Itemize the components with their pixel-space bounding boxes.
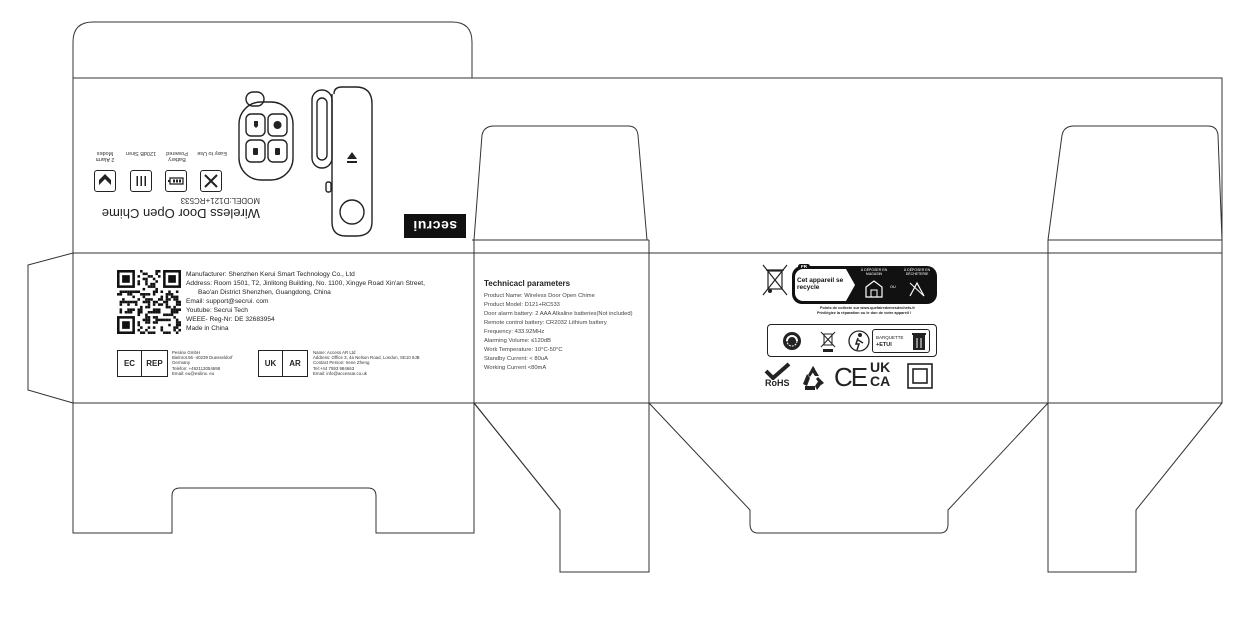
triman-or: OU bbox=[890, 285, 896, 289]
packaging-item-2: +ETUI bbox=[876, 342, 892, 348]
bottom-flap-back bbox=[72, 403, 475, 534]
packaging-item-1: BARQUETTE bbox=[876, 335, 904, 340]
triman-block: FR Cet appareil se recycle À DÉPOSER EN … bbox=[792, 264, 937, 304]
door-sensor-icon bbox=[331, 86, 373, 237]
rohs-label: RoHS bbox=[765, 378, 790, 388]
feature-label-siren: 120dB Siren bbox=[125, 150, 157, 156]
ec-rep-label-right: REP bbox=[141, 350, 168, 377]
brand-logo: secrui bbox=[404, 214, 466, 238]
uk-ar-label-right: AR bbox=[282, 350, 308, 377]
triman-option-dump: À DÉPOSER EN DÉCHETERIE bbox=[903, 268, 931, 276]
packaging-info-box: BARQUETTE +ETUI bbox=[767, 324, 937, 357]
bottom-lock-flap-main bbox=[648, 402, 1049, 534]
youtube-line: Youtube: Secrui Tech bbox=[186, 307, 248, 314]
bottom-lock-flap-right bbox=[1047, 402, 1223, 573]
keyring-loop-icon bbox=[245, 91, 265, 107]
product-illustration bbox=[238, 86, 373, 237]
uk-ar-details: Name: Access AR Ltd Address: Office 3, 4… bbox=[313, 350, 420, 376]
ce-mark: CE bbox=[834, 362, 868, 392]
triman-footer-1: Points de collecte sur www.quefairedemes… bbox=[820, 306, 916, 310]
tidyman-icon bbox=[848, 330, 870, 352]
tech-line: Standby Current: < 80uA bbox=[484, 356, 548, 362]
tech-line: Remote control battery: CR2032 Lithium b… bbox=[484, 320, 607, 326]
top-dust-flap-left bbox=[473, 125, 648, 241]
rohs-mark: RoHS bbox=[763, 362, 793, 390]
origin-line: Made in China bbox=[186, 325, 229, 332]
recycle-icon bbox=[803, 366, 824, 390]
tech-heading: Technicacl parameters bbox=[484, 279, 571, 288]
tech-line: Door alarm battery: 2 AAA Alkaline batte… bbox=[484, 311, 633, 317]
battery-icon bbox=[165, 170, 187, 192]
feature-label-battery: Battery Powered bbox=[166, 150, 188, 162]
tech-line: Work Temperature: 10°C-50°C bbox=[484, 347, 563, 353]
uk-ar-label-left: UK bbox=[258, 350, 283, 377]
bottom-lock-flap-left bbox=[473, 402, 650, 573]
weee-line: WEEE- Reg-Nr: DE 32683954 bbox=[186, 316, 275, 323]
tools-icon bbox=[200, 170, 222, 192]
product-model: MODEL:D121+RC533 bbox=[180, 196, 260, 205]
paper-bin-icon bbox=[912, 333, 926, 350]
small-crossed-bin-icon bbox=[820, 331, 836, 352]
packaging-label: BARQUETTE +ETUI bbox=[872, 329, 930, 353]
volume-bars-icon bbox=[130, 170, 152, 192]
green-dot-icon bbox=[783, 332, 801, 350]
checkmark-icon bbox=[764, 362, 791, 381]
address-line: Address: Room 1501, T2, Jinlitong Buildi… bbox=[186, 280, 425, 287]
glue-tab bbox=[27, 252, 74, 404]
tech-line: Product Name: Wireless Door Open Chime bbox=[484, 293, 595, 299]
tech-line: Product Model: D121+RC533 bbox=[484, 302, 560, 308]
product-title: Wireless Door Open Chime bbox=[101, 206, 260, 221]
crossed-bin-icon bbox=[762, 264, 788, 296]
email-line: Email: support@secrui. com bbox=[186, 298, 269, 305]
triman-footer-2: Privilégiez la réparation ou le don de v… bbox=[817, 311, 912, 315]
ec-rep-details: Pesiinx GmbH Bielnrot.56 -40239 Duesseld… bbox=[172, 350, 233, 376]
tech-line: Alarming Volume: ≤120dB bbox=[484, 338, 551, 344]
two-modes-icon bbox=[94, 170, 116, 192]
tech-line: Frequency: 433.92MHz bbox=[484, 329, 545, 335]
address-line: Bao'an District Shenzhen, Guangdong, Chi… bbox=[198, 289, 331, 296]
ukca-mark: UK CA bbox=[870, 359, 891, 389]
shop-icon bbox=[865, 280, 883, 298]
triman-option-store: À DÉPOSER EN MAGASIN bbox=[860, 268, 888, 276]
class-ii-icon bbox=[907, 363, 933, 389]
ec-rep-label-left: EC bbox=[117, 350, 142, 377]
recycling-center-icon bbox=[909, 281, 925, 297]
triman-main-text: Cet appareil se recycle bbox=[797, 277, 844, 291]
top-tuck-flap bbox=[72, 21, 473, 78]
manufacturer-line: Manufacturer: Shenzhen Kerui Smart Techn… bbox=[186, 271, 355, 278]
top-dust-flap-right bbox=[1047, 125, 1223, 241]
tech-line: Working Current <80mA bbox=[484, 365, 547, 371]
feature-label-modes: 2 Alarm Modes bbox=[95, 150, 115, 162]
feature-label-easy: Easy to Use bbox=[197, 150, 227, 156]
remote-control-icon bbox=[238, 101, 294, 181]
qr-code bbox=[117, 270, 181, 334]
fr-badge: FR bbox=[798, 264, 810, 269]
magnet-icon bbox=[311, 89, 333, 169]
